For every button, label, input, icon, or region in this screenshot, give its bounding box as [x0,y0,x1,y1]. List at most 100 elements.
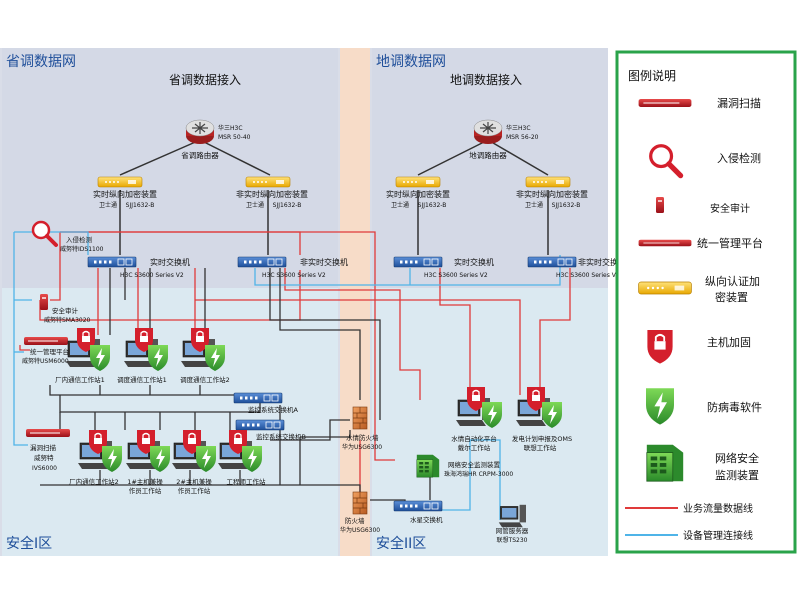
hydro-workstation-label-2: 戴尔工作站 [458,443,491,452]
firewall-1-icon [352,406,368,430]
vuln-scanner-vendor: 威努特 [34,453,54,462]
legend-vuln-label: 漏洞扫描 [717,96,761,110]
workstation-4-label: 厂内通信工作站2 [69,477,119,486]
provincial-router-brand: 华三H3C [218,124,243,132]
zone1-label: 安全I区 [6,535,52,552]
provincial-rt-switch-model: H3C S3600 Series V2 [120,272,184,279]
workstation-6-label-1: 2#主机兼操 [176,477,212,486]
plan-workstation-label-2: 联想工作站 [524,443,557,452]
server-label-1: 网管服务器 [496,526,529,535]
legend: 图例说明 漏洞扫描 入侵检测 安全审计 统一管理平台 纵向认证加 密装置 主机加… [615,50,797,554]
monitor-switch-a-icon [233,392,283,404]
server-label-2: 联想TS230 [497,536,528,544]
workstation-5-label-2: 作员工作站 [129,486,162,495]
legend-title: 图例说明 [628,68,676,83]
local-nrt-encrypt-name: 非实时纵向加密装置 [516,189,588,199]
legend-nsm-label-1: 网络安全 [715,451,759,465]
provincial-rt-switch-name: 实时交换机 [150,257,190,267]
workstation-7-label: 工程师工作站 [227,477,267,486]
local-nrt-switch-icon [527,256,577,268]
vuln-scanner-icon [26,429,70,437]
audit-name: 安全审计 [52,306,79,315]
provincial-nrt-switch-icon [237,256,287,268]
water-switch-icon [393,500,443,512]
local-nrt-switch-name: 非实时交换机 [578,257,626,267]
provincial-nrt-encrypt-name: 非实时纵向加密装置 [236,189,308,199]
firewall-2-model: 华为USG6300 [340,526,380,534]
audit-model: 威努特SMA3020 [44,316,91,324]
encrypt-legend-icon [637,281,692,295]
legend-enc-label-2: 密装置 [715,290,748,304]
provincial-nrt-switch-model: H3C S3600 Series V2 [262,272,326,279]
provincial-rt-encrypt-name: 实时纵向加密装置 [93,189,157,199]
local-rt-encrypt-vendor: 卫士通 [391,201,409,209]
nsm-legend-icon [646,444,684,482]
mgmt-platform-icon [24,337,68,345]
local-router-model: MSR 56-20 [506,134,539,141]
legend-av-label: 防病毒软件 [707,400,762,414]
local-nrt-encrypt-vendor: 卫士通 [525,201,543,209]
provincial-router-icon [185,119,215,145]
monitor-switch-b-icon [235,419,285,431]
local-nrt-encrypt-model: SJJ1632-B [552,202,581,209]
local-rt-encrypt-model: SJJ1632-B [418,202,447,209]
legend-data-line-label: 业务流量数据线 [683,502,753,515]
provincial-nrt-encrypt-model: SJJ1632-B [273,202,302,209]
provincial-nrt-encrypt-icon [245,176,291,188]
zone-divider-band [340,48,370,556]
mgmt-platform-legend-icon [638,239,692,247]
legend-host-label: 主机加固 [707,335,751,349]
provincial-router-name: 省调路由器 [181,150,219,160]
legend-mgmt-line-label: 设备管理连接线 [683,529,753,542]
vuln-scanner-model: IVS6000 [32,465,57,472]
legend-ids-label: 入侵检测 [717,151,761,165]
hydro-workstation-label-1: 水情自动化平台 [451,434,497,443]
firewall-2-name: 防火墙 [345,516,365,525]
local-rt-encrypt-name: 实时纵向加密装置 [386,189,450,199]
security-monitor-label-1: 网络安全监测装置 [448,460,501,469]
local-rt-switch-name: 实时交换机 [454,257,494,267]
provincial-nrt-switch-name: 非实时交换机 [300,257,348,267]
legend-nsm-label-2: 监测装置 [715,469,759,482]
provincial-router-model: MSR 50-40 [218,134,251,141]
ids-model: 威努特IDS1100 [60,245,104,253]
legend-box [615,50,797,554]
plan-workstation-label-1: 发电计划申报及OMS [512,434,572,443]
provincial-rt-encrypt-model: SJJ1632-B [126,202,155,209]
monitor-switch-b-label: 监控系统交换机B [256,432,306,441]
legend-enc-label-1: 纵向认证加 [705,274,760,288]
local-rt-switch-model: H3C S3600 Series V2 [424,272,488,279]
local-rt-encrypt-icon [395,176,441,188]
workstation-1-label: 厂内通信工作站1 [55,375,105,384]
local-access-label: 地调数据接入 [450,72,522,87]
vuln-scan-legend-icon [638,99,692,107]
workstation-3-label: 调度通信工作站2 [180,375,230,384]
legend-audit-label: 安全审计 [710,202,750,215]
security-monitor-icon [416,454,440,478]
zone1-area [2,288,338,556]
mgmt-platform-model: 威努特USM6000 [22,357,69,365]
provincial-rt-encrypt-vendor: 卫士通 [99,201,117,209]
security-monitor-label-2: 珠海鸿瑞HR CRPM-3000 [444,470,513,478]
water-switch-label: 水星交换机 [410,515,443,524]
workstation-2-label: 调度通信工作站1 [117,375,167,384]
local-router-icon [473,119,503,145]
local-net-title: 地调数据网 [376,54,446,70]
local-rt-switch-icon [393,256,443,268]
provincial-rt-switch-icon [87,256,137,268]
connection-lines [13,139,571,520]
provincial-net-title: 省调数据网 [6,54,76,70]
monitor-switch-a-label: 监控系统交换机A [248,405,299,414]
local-router-name: 地调路由器 [469,150,507,160]
workstation-5-label-1: 1#主机兼操 [127,477,163,486]
provincial-access-label: 省调数据接入 [169,72,241,87]
audit-icon [40,294,48,310]
local-router-brand: 华三H3C [506,124,531,132]
workstation-6-label-2: 作员工作站 [178,486,211,495]
local-nrt-switch-model: H3C S3600 Series V2 [556,272,620,279]
mgmt-platform-name: 统一管理平台 [30,347,69,356]
firewall-1-model: 华为USG6300 [342,443,382,451]
provincial-rt-encrypt-icon [97,176,143,188]
firewall-1-name: 水情防火墙 [346,433,379,442]
